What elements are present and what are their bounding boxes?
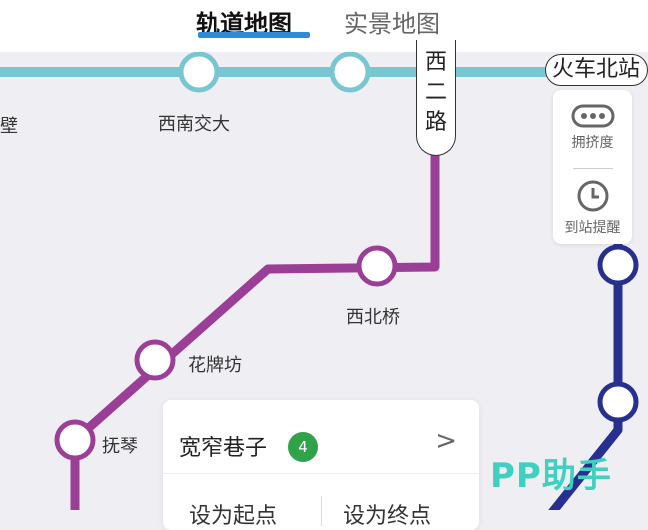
pill-char: 西 bbox=[424, 50, 447, 75]
pill-char: 路 bbox=[424, 110, 447, 135]
chevron-right-icon[interactable]: > bbox=[435, 426, 457, 456]
station-label[interactable]: 西南交大 bbox=[158, 114, 230, 135]
active-tab-indicator bbox=[198, 32, 310, 38]
tab-real-map[interactable]: 实景地图 bbox=[344, 10, 440, 38]
divider bbox=[321, 496, 322, 526]
arrival-alert-button[interactable]: 到站提醒 bbox=[553, 173, 632, 237]
header: 轨道地图 实景地图 bbox=[0, 0, 648, 52]
station-node bbox=[329, 51, 371, 93]
station-label[interactable]: 抚琴 bbox=[102, 436, 138, 457]
station-node bbox=[597, 381, 639, 423]
station-label[interactable]: 花牌坊 bbox=[188, 355, 242, 376]
metro-map[interactable] bbox=[0, 0, 648, 510]
line-purple bbox=[70, 150, 440, 510]
crowding-label: 拥挤度 bbox=[571, 135, 614, 151]
station-label[interactable]: 壁 bbox=[0, 116, 18, 137]
station-node bbox=[597, 244, 639, 286]
station-label[interactable]: 西北桥 bbox=[346, 307, 400, 328]
pill-char: 二 bbox=[424, 80, 447, 105]
crowding-button[interactable]: 拥挤度 bbox=[553, 90, 632, 164]
divider bbox=[572, 168, 613, 169]
divider bbox=[163, 473, 479, 474]
station-node bbox=[54, 419, 96, 461]
station-name: 宽窄巷子 bbox=[179, 436, 268, 461]
station-card: 宽窄巷子 4 > 设为起点 设为终点 bbox=[163, 400, 479, 530]
station-pill-xierlu[interactable]: 西 二 路 bbox=[416, 40, 456, 156]
set-start-button[interactable]: 设为起点 bbox=[189, 504, 278, 529]
set-end-button[interactable]: 设为终点 bbox=[343, 504, 432, 529]
station-node bbox=[178, 51, 220, 93]
station-node bbox=[356, 245, 398, 287]
arrival-alert-label: 到站提醒 bbox=[564, 220, 621, 236]
station-pill-top-right[interactable]: 火车北站 bbox=[545, 54, 648, 86]
line-badge: 4 bbox=[288, 432, 318, 462]
crowding-icon bbox=[571, 104, 614, 128]
watermark: PP助手 bbox=[490, 456, 612, 496]
side-panel: 拥挤度 到站提醒 bbox=[553, 90, 632, 244]
clock-icon bbox=[577, 180, 608, 212]
station-node bbox=[134, 339, 176, 381]
